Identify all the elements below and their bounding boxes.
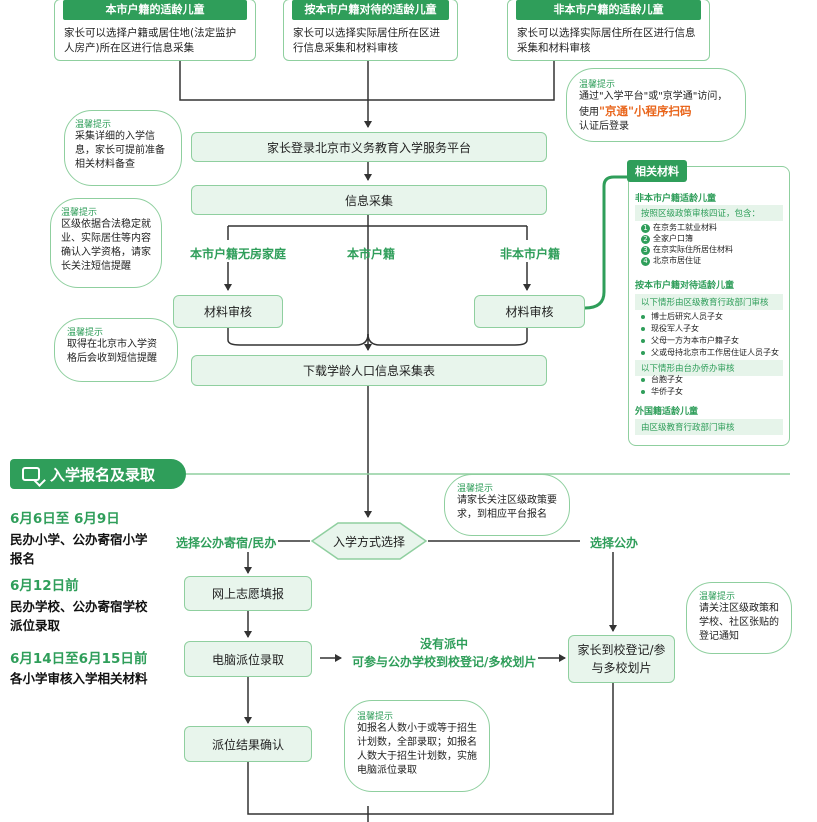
step-computer-lottery: 电脑派位录取	[184, 641, 312, 677]
banner-label: 入学报名及录取	[50, 465, 156, 484]
step-school-register: 家长到校登记/参与多校划片	[568, 635, 675, 683]
tip-body: 请关注区级政策和学校、社区张贴的登记通知	[699, 603, 779, 642]
tip-verify: 温馨提示 区级依据合法稳定就业、实际居住等内容确认入学资格，请家长关注短信提醒	[50, 198, 162, 288]
card-desc: 家长可以选择实际居住所在区进行信息采集和材料审核	[293, 27, 440, 54]
materials-foreign-title: 外国籍适龄儿童	[635, 407, 699, 417]
materials-title: 相关材料	[627, 160, 687, 182]
card-nonlocal-hukou: 非本市户籍的适龄儿童 家长可以选择实际居住所在区进行信息采集和材料审核	[507, 0, 710, 61]
tip-title: 温馨提示	[67, 328, 104, 338]
tip-body: 请家长关注区级政策要求，到相应平台报名	[457, 495, 557, 520]
tip-body: 通过"入学平台"或"京学通"访问，使用"京通"小程序扫码 认证后登录	[579, 90, 733, 134]
materials-item: 父或母持北京市工作居住证人员子女	[641, 347, 779, 358]
tip-body: 区级依据合法稳定就业、实际居住等内容确认入学资格，请家长关注短信提醒	[61, 219, 151, 272]
tip-body: 如报名人数小于或等于招生计划数，全部录取；如报名人数大于招生计划数，实施电脑派位…	[357, 723, 477, 776]
card-desc: 家长可以选择实际居住所在区进行信息采集和材料审核	[517, 27, 696, 54]
tip-title: 温馨提示	[699, 592, 736, 602]
step-confirm-result: 派位结果确认	[184, 726, 312, 762]
tip-title: 温馨提示	[61, 208, 98, 218]
tip-title: 温馨提示	[357, 712, 394, 722]
date-3: 6月14日至6月15日前	[10, 651, 148, 667]
date-3-text: 各小学审核入学相关材料	[10, 671, 148, 686]
tip-body: 采集详细的入学信息，家长可提前准备相关材料备查	[75, 131, 165, 170]
tip-sms: 温馨提示 取得在北京市入学资格后会收到短信提醒	[54, 318, 178, 382]
no-assign-title: 没有派中	[420, 637, 469, 651]
tip-school: 温馨提示 请关注区级政策和学校、社区张贴的登记通知	[686, 582, 792, 654]
step-online-wish: 网上志愿填报	[184, 576, 312, 611]
materials-treated-title: 按本市户籍对待适龄儿童	[635, 281, 735, 291]
branch-nonlocal: 非本市户籍	[500, 247, 561, 261]
step-login: 家长登录北京市义务教育入学服务平台	[191, 132, 547, 162]
materials-item: 台胞子女	[641, 374, 683, 385]
branch-no-house: 本市户籍无房家庭	[190, 247, 287, 261]
choose-private: 选择公办寄宿/民办	[176, 536, 277, 550]
tip-policy: 温馨提示 请家长关注区级政策要求，到相应平台报名	[444, 474, 570, 536]
date-2-text: 民办学校、公办寄宿学校派位录取	[10, 599, 148, 633]
step-info-collect: 信息采集	[191, 185, 547, 215]
enroll-banner: 入学报名及录取	[10, 459, 186, 489]
decision-choose-method: 入学方式选择	[332, 534, 405, 549]
materials-item: 华侨子女	[641, 386, 683, 397]
step-review-right: 材料审核	[474, 295, 585, 328]
card-desc: 家长可以选择户籍或居住地(法定监护人房产)所在区进行信息采集	[64, 27, 237, 54]
materials-foreign-sub: 由区级教育行政部门审核	[635, 419, 783, 435]
branch-local: 本市户籍	[347, 247, 396, 261]
materials-item: 现役军人子女	[641, 323, 699, 334]
no-assign-desc: 可参与公办学校到校登记/多校划片	[352, 655, 537, 669]
tip-collect: 温馨提示 采集详细的入学信息，家长可提前准备相关材料备查	[64, 110, 182, 186]
materials-item: 父母一方为本市户籍子女	[641, 335, 739, 346]
tip-highlight: "京通"小程序扫码	[599, 104, 692, 118]
materials-treated-sub2: 以下情形由台办侨办审核	[635, 360, 783, 376]
step-download-form: 下载学龄人口信息采集表	[191, 355, 547, 386]
cursor-window-icon	[22, 467, 40, 481]
tip-text: 认证后登录	[579, 121, 629, 132]
tip-title: 温馨提示	[75, 120, 112, 130]
tip-lottery: 温馨提示 如报名人数小于或等于招生计划数，全部录取；如报名人数大于招生计划数，实…	[344, 700, 490, 792]
choose-diamond	[310, 522, 428, 560]
card-local-hukou: 本市户籍的适龄儿童 家长可以选择户籍或居住地(法定监护人房产)所在区进行信息采集	[54, 0, 256, 61]
date-2: 6月12日前	[10, 578, 79, 594]
date-1-text: 民办小学、公办寄宿小学报名	[10, 532, 148, 566]
step-review-left: 材料审核	[173, 295, 283, 328]
materials-nonlocal-title: 非本市户籍适龄儿童	[635, 194, 717, 204]
card-treated-hukou: 按本市户籍对待的适龄儿童 家长可以选择实际居住所在区进行信息采集和材料审核	[283, 0, 458, 61]
tip-title: 温馨提示	[457, 484, 494, 494]
choose-public: 选择公办	[590, 536, 639, 550]
tip-text: 通过"入学平台"或"京学通"访问，使用	[579, 91, 728, 118]
card-header: 按本市户籍对待的适龄儿童	[292, 0, 449, 20]
card-header: 非本市户籍的适龄儿童	[516, 0, 701, 20]
date-1: 6月6日至 6月9日	[10, 511, 120, 527]
card-header: 本市户籍的适龄儿童	[63, 0, 247, 20]
tip-title: 温馨提示	[579, 80, 616, 90]
materials-nonlocal-sub: 按照区级政策审核四证，包含：	[635, 205, 783, 221]
tip-body: 取得在北京市入学资格后会收到短信提醒	[67, 339, 157, 364]
materials-treated-sub1: 以下情形由区级教育行政部门审核	[635, 294, 783, 310]
tip-jingxuetong: 温馨提示 通过"入学平台"或"京学通"访问，使用"京通"小程序扫码 认证后登录	[566, 68, 746, 142]
materials-item: 博士后研究人员子女	[641, 311, 723, 322]
